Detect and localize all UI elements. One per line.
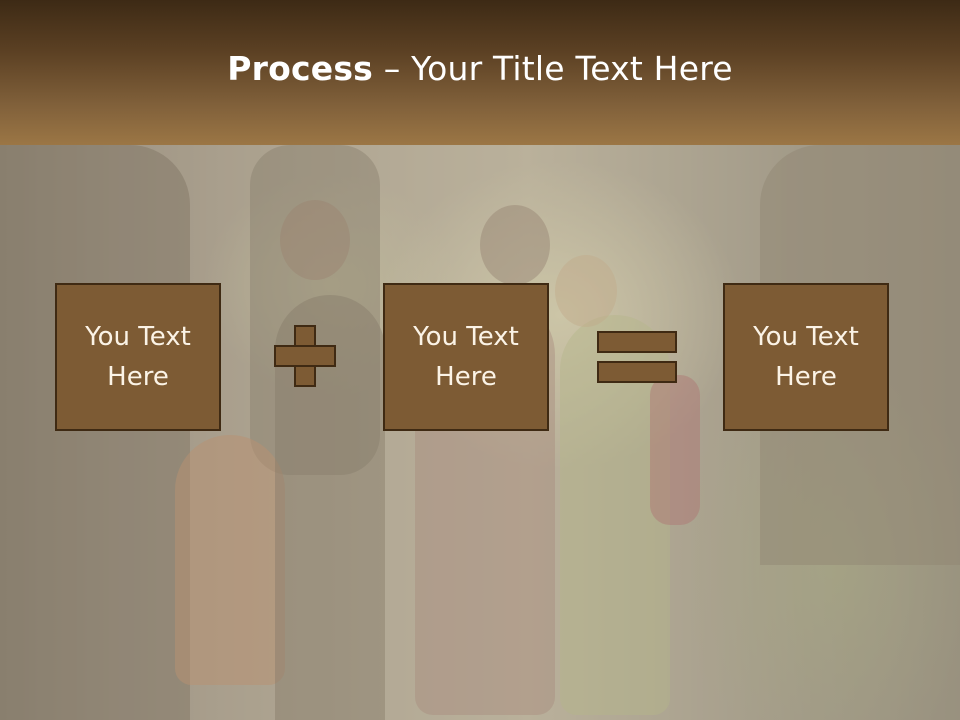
child-figure-1 (175, 435, 285, 685)
child-head-3 (555, 255, 617, 327)
plus-icon (274, 325, 336, 387)
equals-icon (597, 331, 677, 385)
process-box-2-label: You Text Here (413, 322, 519, 392)
process-box-3-label: You Text Here (753, 322, 859, 392)
process-box-1-label: You Text Here (85, 322, 191, 392)
process-box-1[interactable]: You Text Here (55, 283, 221, 431)
child-head-2 (480, 205, 550, 285)
child-head-1 (280, 200, 350, 280)
title-rest: – Your Title Text Here (373, 49, 733, 88)
photo-overlay (0, 145, 960, 720)
process-box-2[interactable]: You Text Here (383, 283, 549, 431)
background-photo (0, 145, 960, 720)
process-box-3[interactable]: You Text Here (723, 283, 889, 431)
tree-trunk-left (0, 145, 190, 720)
backpack (650, 375, 700, 525)
slide-title[interactable]: Process – Your Title Text Here (227, 49, 733, 88)
title-bold: Process (227, 49, 374, 88)
title-bar: Process – Your Title Text Here (0, 0, 960, 145)
